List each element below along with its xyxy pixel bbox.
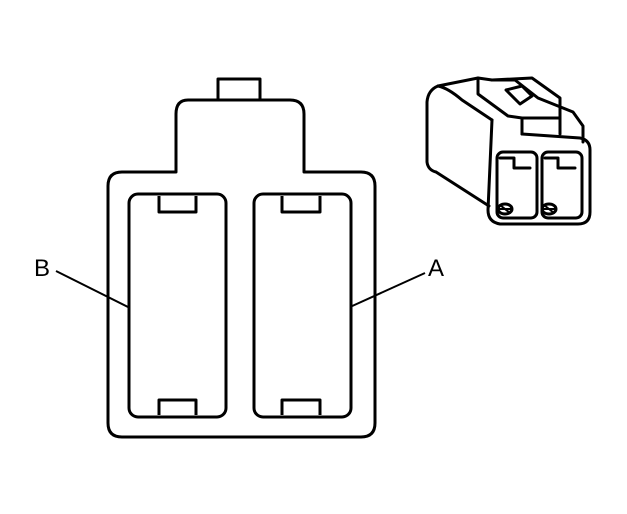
iso-front-face <box>486 118 592 226</box>
iso-cavity-right-inner <box>543 156 577 170</box>
iso-top-inner-edge <box>436 84 494 122</box>
iso-latch-slot <box>504 84 534 106</box>
cavity-label-b: B <box>34 255 50 282</box>
housing-outline <box>106 98 377 439</box>
iso-cavity-right <box>540 150 584 220</box>
cavity-label-a: A <box>428 255 444 282</box>
cavity-b-bottom-notch <box>157 398 198 415</box>
locking-tab <box>216 77 262 101</box>
cavity-a-bottom-notch <box>280 398 322 415</box>
connector-isometric-view <box>425 76 592 226</box>
leader-line-a <box>349 272 426 308</box>
leader-line-b <box>55 270 131 309</box>
leader-lines <box>55 270 426 309</box>
iso-body-side <box>425 84 491 208</box>
connector-face-view <box>106 77 377 439</box>
cavity-b-top-notch <box>157 196 198 214</box>
cavity-a-top-notch <box>280 196 322 214</box>
iso-latch-block <box>476 76 562 136</box>
terminal-cavity-b <box>127 192 228 419</box>
iso-cavity-left <box>495 150 539 220</box>
iso-cavity-left-inner <box>498 156 532 170</box>
iso-terminal-left-mark <box>498 204 512 214</box>
terminal-cavity-a <box>252 192 353 419</box>
iso-terminal-right-mark <box>542 204 556 214</box>
